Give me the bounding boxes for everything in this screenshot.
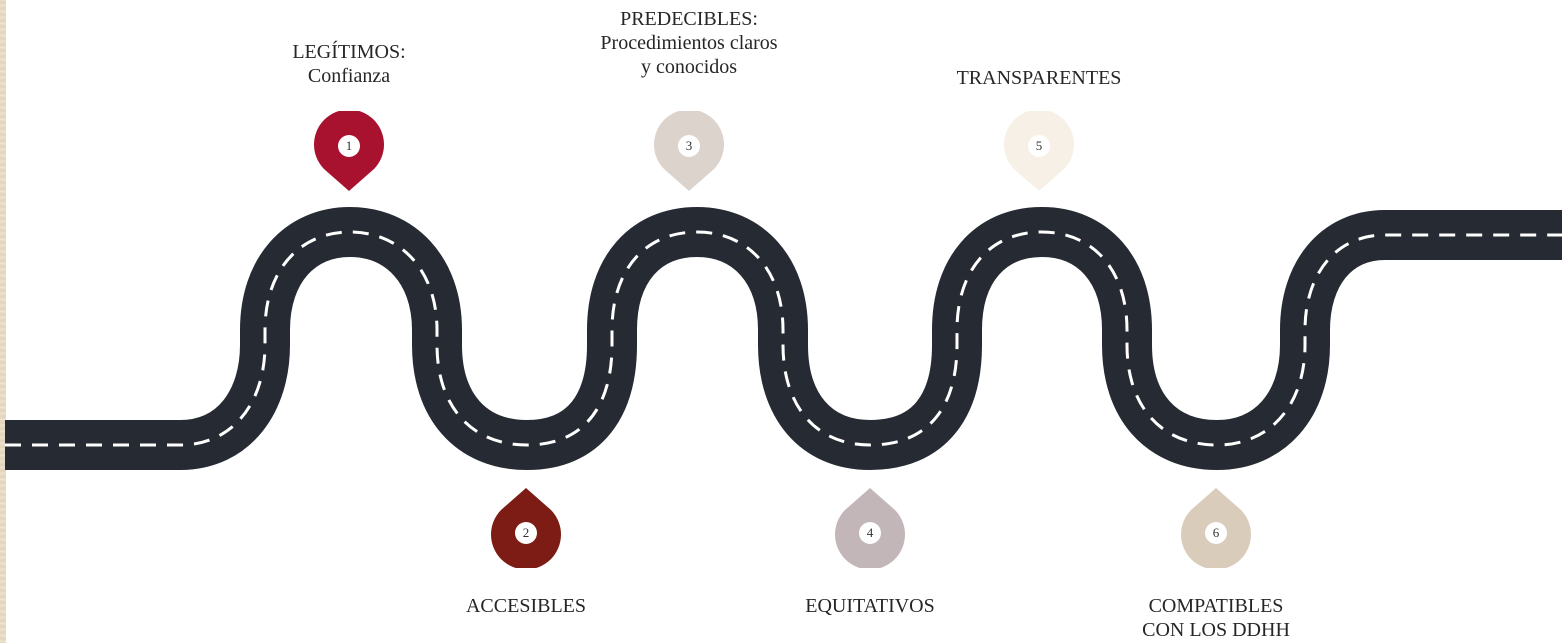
step-number: 1 [338, 135, 360, 157]
step-number: 3 [678, 135, 700, 157]
step-6-label: COMPATIBLES CON LOS DDHH [1142, 594, 1290, 642]
step-number: 5 [1028, 135, 1050, 157]
step-1-marker: 1 [313, 111, 385, 191]
decorative-edge [0, 0, 6, 643]
step-2-marker: 2 [490, 488, 562, 568]
step-1-title: LEGÍTIMOS: [292, 41, 406, 63]
step-2-label: ACCESIBLES [466, 594, 586, 618]
step-6-subtitle: CON LOS DDHH [1142, 619, 1290, 641]
step-6-title: COMPATIBLES [1148, 595, 1284, 617]
step-3-subtitle-2: y conocidos [640, 56, 738, 78]
step-1-label: LEGÍTIMOS: Confianza [292, 40, 405, 88]
step-3-subtitle-1: Procedimientos claros [600, 32, 778, 54]
step-5-marker: 5 [1003, 111, 1075, 191]
road-surface [5, 206, 1562, 471]
step-5-label: TRANSPARENTES [957, 66, 1122, 90]
step-1-subtitle: Confianza [307, 65, 391, 87]
step-6-marker: 6 [1180, 488, 1252, 568]
step-number: 2 [515, 522, 537, 544]
step-4-marker: 4 [834, 488, 906, 568]
step-3-marker: 3 [653, 111, 725, 191]
step-number: 4 [859, 522, 881, 544]
step-3-title: PREDECIBLES: [620, 8, 758, 30]
road-center-line [5, 230, 1562, 447]
step-5-title: TRANSPARENTES [956, 67, 1122, 89]
step-4-title: EQUITATIVOS [805, 595, 935, 617]
step-number: 6 [1205, 522, 1227, 544]
step-3-label: PREDECIBLES: Procedimientos claros y con… [600, 7, 777, 79]
step-4-label: EQUITATIVOS [805, 594, 935, 618]
step-2-title: ACCESIBLES [465, 595, 587, 617]
